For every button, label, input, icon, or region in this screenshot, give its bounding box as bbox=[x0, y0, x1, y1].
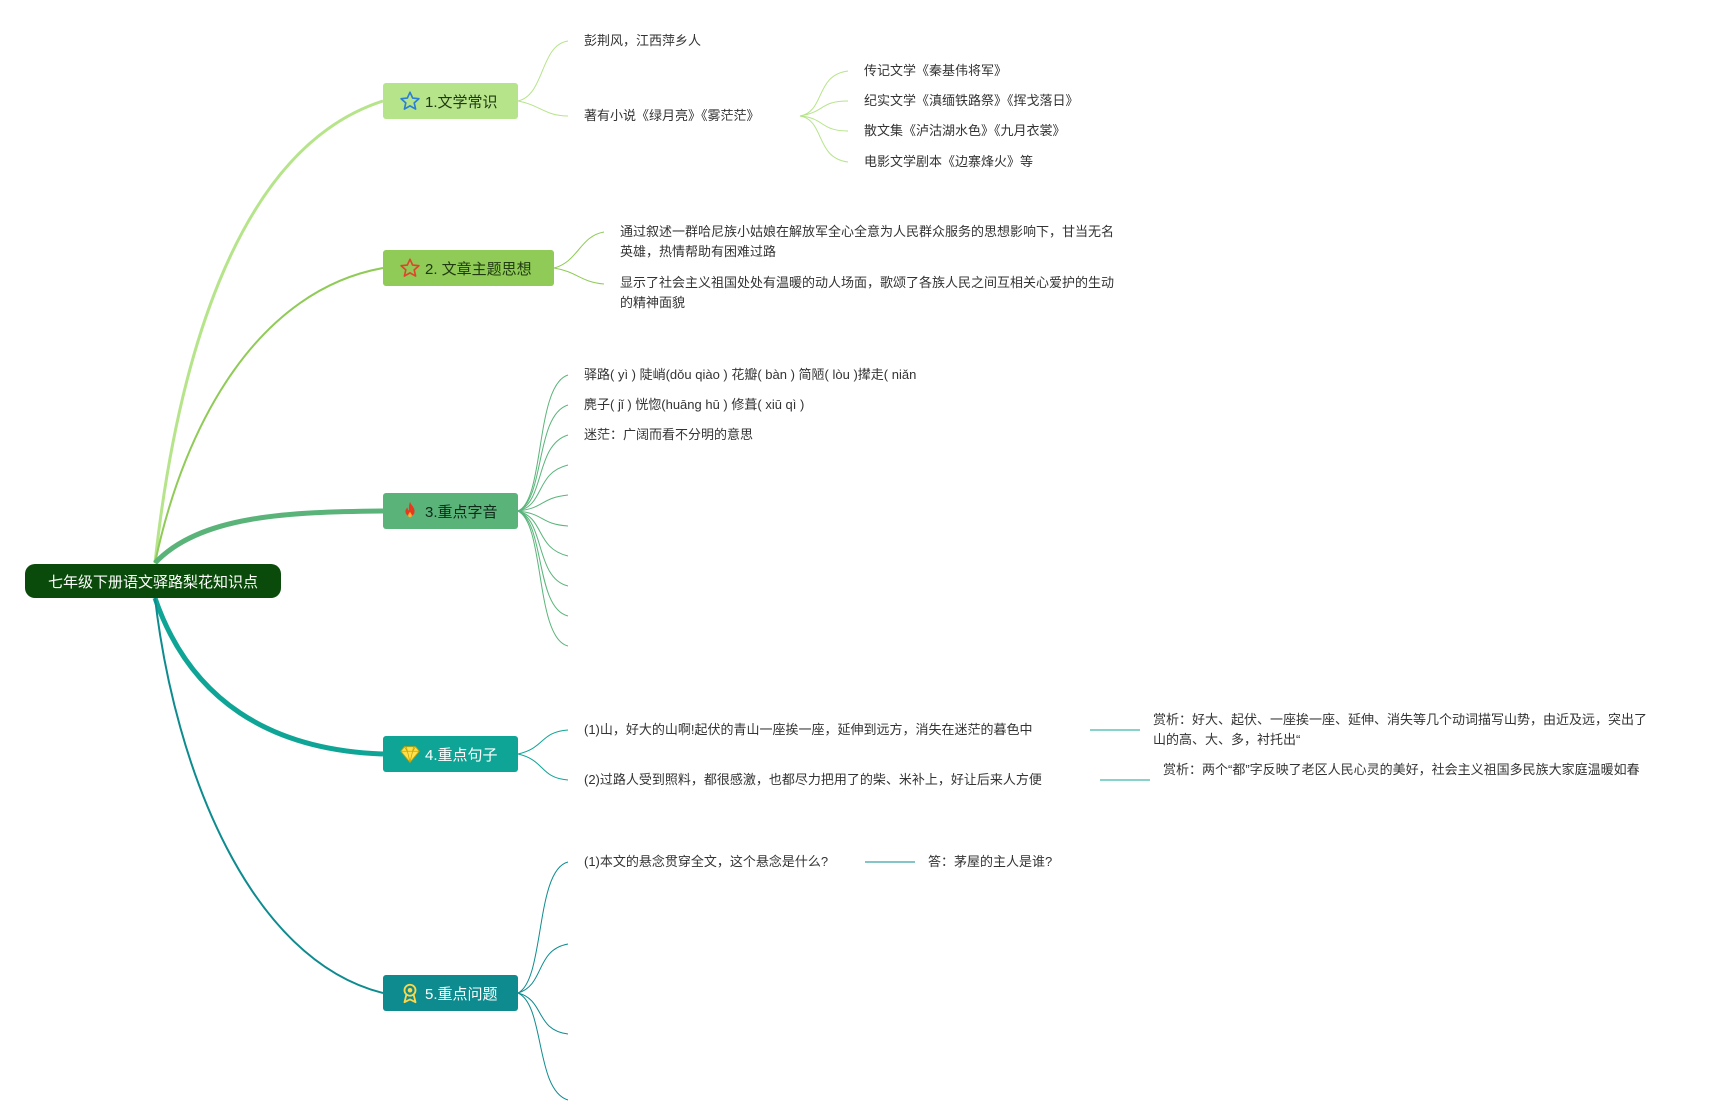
link-novels-w4 bbox=[799, 115, 849, 163]
link-root-b4 bbox=[152, 597, 384, 757]
literature-work[interactable]: 纪实文学《滇缅铁路祭》《挥戈落日》 bbox=[864, 93, 1079, 108]
literature-work[interactable]: 电影文学剧本《边寨烽火》等 bbox=[864, 154, 1034, 169]
link-b3-e7 bbox=[517, 510, 569, 647]
fire-icon bbox=[399, 500, 421, 522]
link-b3-p1 bbox=[517, 374, 569, 512]
link-root-b1 bbox=[153, 99, 384, 564]
root-title: 七年级下册语文驿路梨花知识点 bbox=[47, 573, 258, 591]
link-b2-t1 bbox=[553, 231, 605, 269]
theme-item[interactable]: 通过叙述一群哈尼族小姑娘在解放军全心全意为人民群众服务的思想影响下，甘当无名英雄… bbox=[620, 224, 1115, 259]
sentence-item[interactable]: (1)山，好大的山啊!起伏的青山一座挨一座，延伸到远方，消失在迷茫的暮色中 bbox=[584, 722, 1033, 737]
link-b3-p3 bbox=[517, 434, 569, 512]
link-b5-e3 bbox=[517, 992, 569, 1101]
link-novels-w3 bbox=[799, 115, 849, 132]
sentence-note[interactable]: 赏析：好大、起伏、一座挨一座、延伸、消失等几个动词描写山势，由近及远，突出了山的… bbox=[1153, 712, 1648, 747]
link-root-b5 bbox=[154, 597, 384, 994]
sentence-item[interactable]: (2)过路人受到照料，都很感激，也都尽力把用了的柴、米补上，好让后来人方便 bbox=[584, 772, 1042, 787]
branch-literature[interactable]: 1.文学常识 bbox=[383, 83, 518, 119]
link-b3-e6 bbox=[517, 510, 569, 617]
star-outline-icon bbox=[399, 90, 421, 112]
literature-author[interactable]: 彭荆风，江西萍乡人 bbox=[584, 33, 702, 48]
root-topic[interactable]: 七年级下册语文驿路梨花知识点 bbox=[25, 564, 281, 598]
link-b4-s1 bbox=[517, 729, 569, 755]
branch-label: 5.重点问题 bbox=[425, 985, 498, 1003]
link-b5-e1 bbox=[517, 943, 569, 994]
branch-label: 3.重点字音 bbox=[425, 503, 498, 521]
literature-work[interactable]: 散文集《泸沽湖水色》《九月衣裳》 bbox=[864, 123, 1066, 138]
link-b3-e2 bbox=[517, 494, 569, 512]
link-b3-e1 bbox=[517, 464, 569, 512]
link-b5-q1 bbox=[517, 861, 569, 994]
link-novels-w1 bbox=[799, 70, 849, 117]
branch-label: 2. 文章主题思想 bbox=[425, 260, 532, 278]
link-novels-w2 bbox=[799, 100, 849, 117]
link-root-b3 bbox=[153, 508, 384, 565]
pronunciation-item[interactable]: 驿路( yì ) 陡峭(dǒu qiào ) 花瓣( bàn ) 简陋( lòu… bbox=[584, 367, 917, 382]
link-b3-e4 bbox=[517, 510, 569, 557]
branch-label: 1.文学常识 bbox=[425, 93, 498, 111]
literature-work[interactable]: 传记文学《秦基伟将军》 bbox=[864, 63, 1008, 78]
branch-theme[interactable]: 2. 文章主题思想 bbox=[383, 250, 554, 286]
link-b1-author bbox=[517, 40, 569, 102]
link-b2-t2 bbox=[553, 267, 605, 285]
question-item[interactable]: (1)本文的悬念贯穿全文，这个悬念是什么? bbox=[584, 854, 829, 869]
diamond-icon bbox=[399, 743, 421, 765]
link-b3-p2 bbox=[517, 404, 569, 512]
literature-novels[interactable]: 著有小说《绿月亮》《雾茫茫》 bbox=[584, 108, 760, 123]
link-b1-novels bbox=[517, 100, 569, 117]
pronunciation-item[interactable]: 迷茫：广阔而看不分明的意思 bbox=[584, 427, 754, 442]
link-b3-e5 bbox=[517, 510, 569, 587]
branch-questions[interactable]: 5.重点问题 bbox=[383, 975, 518, 1011]
branch-sentences[interactable]: 4.重点句子 bbox=[383, 736, 518, 772]
star-outline-icon bbox=[399, 257, 421, 279]
pronunciation-item[interactable]: 麂子( jǐ ) 恍惚(huāng hū ) 修葺( xiū qì ) bbox=[584, 397, 805, 412]
branch-pronunciation[interactable]: 3.重点字音 bbox=[383, 493, 518, 529]
branch-label: 4.重点句子 bbox=[425, 746, 498, 764]
link-b4-s2 bbox=[517, 753, 569, 781]
link-b3-e3 bbox=[517, 510, 569, 527]
theme-item[interactable]: 显示了社会主义祖国处处有温暖的动人场面，歌颂了各族人民之间互相关心爱护的生动的精… bbox=[620, 275, 1115, 310]
link-b5-e2 bbox=[517, 992, 569, 1035]
question-answer[interactable]: 答：茅屋的主人是谁? bbox=[928, 854, 1053, 869]
link-root-b2 bbox=[154, 267, 384, 564]
sentence-note[interactable]: 赏析：两个“都”字反映了老区人民心灵的美好，社会主义祖国多民族大家庭温暖如春 bbox=[1163, 762, 1640, 777]
award-icon bbox=[399, 982, 421, 1004]
